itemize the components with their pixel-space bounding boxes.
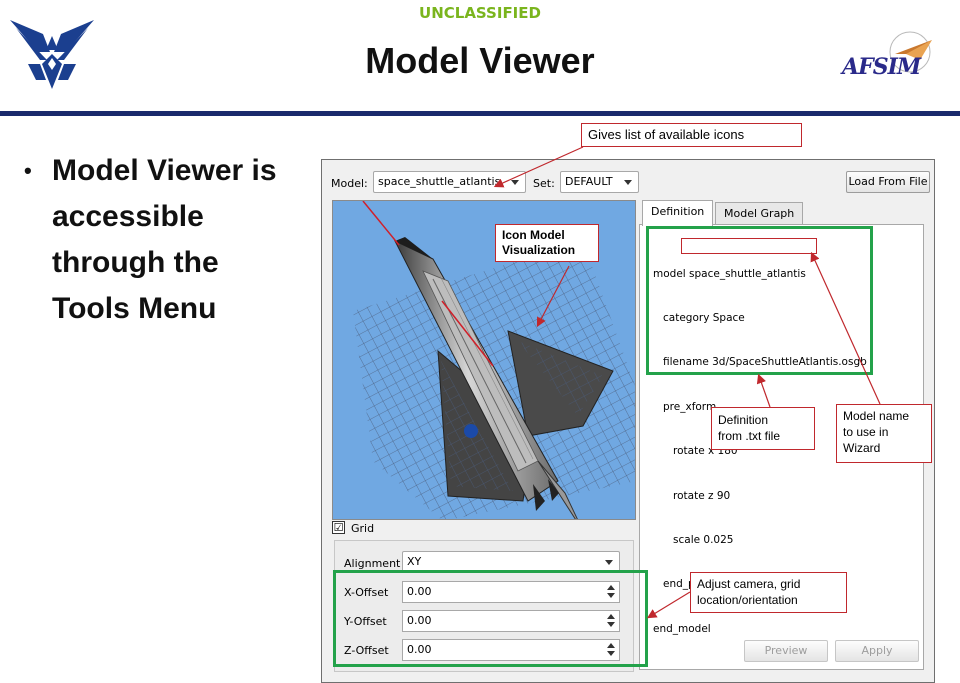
x-offset-value: 0.00 <box>407 585 432 598</box>
grid-label: Grid <box>351 522 375 535</box>
z-offset-value: 0.00 <box>407 643 432 656</box>
tab-definition[interactable]: Definition <box>642 200 714 226</box>
callout-icons-list: Gives list of available icons <box>581 123 802 147</box>
model-select[interactable]: space_shuttle_atlantis <box>373 171 526 193</box>
callout-model-name: Model name to use in Wizard <box>836 404 932 463</box>
tab-model-graph[interactable]: Model Graph <box>715 202 804 226</box>
model-name-highlight-box <box>681 238 817 254</box>
bullet-line-2: accessible <box>52 200 204 233</box>
callout-camera-grid: Adjust camera, grid location/orientation <box>690 572 847 613</box>
model-select-value: space_shuttle_atlantis <box>378 175 501 188</box>
definition-line: end_model <box>653 622 711 635</box>
callout-definition-source: Definition from .txt file <box>711 407 815 450</box>
bullet-point: • Model Viewer is accessible through the… <box>24 148 314 332</box>
spin-up-icon[interactable] <box>605 612 617 621</box>
definition-line: pre_xform <box>653 400 717 413</box>
set-select-value: DEFAULT <box>565 175 613 188</box>
definition-line: model space_shuttle_atlantis <box>653 267 806 280</box>
z-offset-spinbox[interactable]: 0.00 <box>402 639 620 661</box>
callout-line: to use in <box>843 425 889 439</box>
chevron-down-icon <box>605 560 613 565</box>
y-offset-value: 0.00 <box>407 614 432 627</box>
chevron-down-icon <box>624 180 632 185</box>
spin-down-icon[interactable] <box>605 650 617 659</box>
definition-text[interactable]: model space_shuttle_atlantis category Sp… <box>653 237 867 666</box>
air-force-wings-logo <box>10 20 94 89</box>
grid-settings-highlight-box <box>333 570 648 667</box>
bullet-dot: • <box>24 158 32 183</box>
load-from-file-button[interactable]: Load From File <box>846 171 930 193</box>
definition-line: scale 0.025 <box>653 533 734 546</box>
callout-icon-visualization: Icon Model Visualization <box>495 224 599 262</box>
callout-line: from .txt file <box>718 429 781 443</box>
callout-line: Model name <box>843 409 910 423</box>
bullet-line-4: Tools Menu <box>52 292 217 325</box>
callout-line: Icon Model <box>502 228 565 242</box>
spin-up-icon[interactable] <box>605 641 617 650</box>
alignment-select-value: XY <box>407 555 422 568</box>
callout-line: Definition <box>718 413 769 427</box>
spin-down-icon[interactable] <box>605 592 617 601</box>
callout-line: Adjust camera, grid <box>697 577 801 591</box>
z-offset-label: Z-Offset <box>344 644 389 657</box>
bullet-line-1: Model Viewer is <box>52 154 277 187</box>
y-offset-spinbox[interactable]: 0.00 <box>402 610 620 632</box>
bullet-line-3: through the <box>52 246 219 279</box>
set-label: Set: <box>533 177 555 190</box>
apply-button[interactable]: Apply <box>835 640 919 662</box>
model-label: Model: <box>331 177 368 190</box>
preview-button[interactable]: Preview <box>744 640 828 662</box>
slide-title: Model Viewer <box>365 40 595 81</box>
callout-line: location/orientation <box>697 593 798 607</box>
x-offset-label: X-Offset <box>344 586 389 599</box>
definition-line: category Space <box>653 311 745 324</box>
x-offset-spinbox[interactable]: 0.00 <box>402 581 620 603</box>
chevron-down-icon <box>511 180 519 185</box>
spin-down-icon[interactable] <box>605 621 617 630</box>
grid-checkbox[interactable]: ☑ <box>332 521 345 534</box>
afsim-logo-text: AFSIM <box>842 54 921 80</box>
definition-line: rotate z 90 <box>653 489 731 502</box>
set-select[interactable]: DEFAULT <box>560 171 639 193</box>
header-rule <box>0 111 960 116</box>
y-offset-label: Y-Offset <box>344 615 387 628</box>
alignment-label: Alignment <box>344 557 401 570</box>
spin-up-icon[interactable] <box>605 583 617 592</box>
afsim-logo: AFSIM <box>840 30 950 86</box>
classification-banner: UNCLASSIFIED <box>419 4 541 22</box>
callout-line: Wizard <box>843 441 881 455</box>
callout-line: Visualization <box>502 243 576 257</box>
